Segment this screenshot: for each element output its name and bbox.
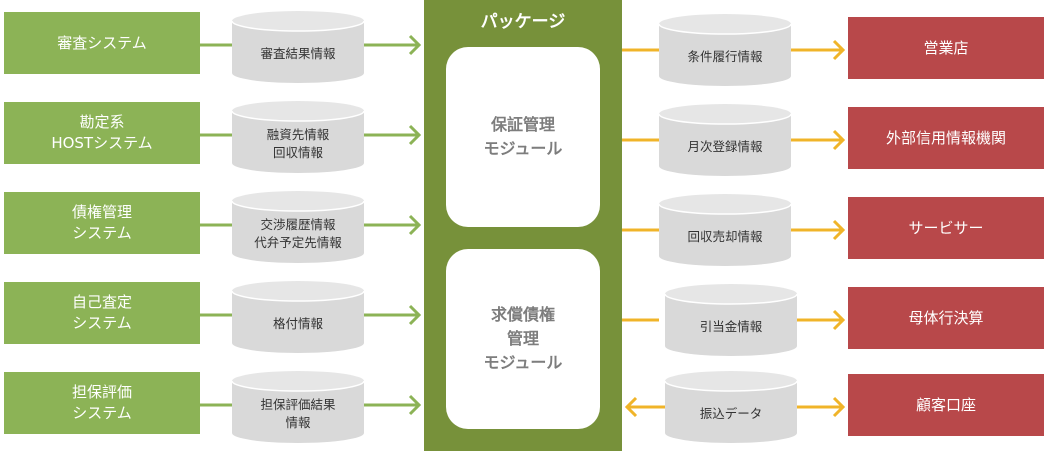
arrow-head-right-icon <box>832 309 846 331</box>
guarantee-module: 保証管理 モジュール <box>446 47 600 227</box>
input-data-label: 融資先情報 回収情報 <box>266 127 330 160</box>
destination-customer-account: 顧客口座 <box>848 374 1044 436</box>
source-system-host: 勘定系 HOSTシステム <box>4 102 200 164</box>
source-system-claims: 債権管理 システム <box>4 192 200 254</box>
arrow-head-left-icon <box>624 396 638 418</box>
arrow-head-right-icon <box>832 129 846 151</box>
input-data-cylinder: 交渉履歴情報 代弁予定先情報 <box>232 191 364 263</box>
source-system-screening: 審査システム <box>4 12 200 74</box>
output-data-label: 振込データ <box>699 406 763 421</box>
input-data-label: 格付情報 <box>272 316 323 331</box>
input-data-cylinder: 融資先情報 回収情報 <box>232 101 364 173</box>
recourse-claims-module: 求償債権 管理 モジュール <box>446 249 600 429</box>
arrow-head-right-icon <box>832 39 846 61</box>
output-data-label: 回収売却情報 <box>687 229 763 244</box>
arrow-head-right-icon <box>408 124 422 146</box>
input-data-cylinder: 担保評価結果 情報 <box>232 371 364 443</box>
arrow-head-right-icon <box>408 394 422 416</box>
arrow-head-right-icon <box>832 396 846 418</box>
output-data-label: 条件履行情報 <box>687 49 763 64</box>
output-data-cylinder: 月次登録情報 <box>659 104 791 176</box>
destination-credit-bureau: 外部信用情報機関 <box>848 107 1044 169</box>
output-data-cylinder: 条件履行情報 <box>659 14 791 86</box>
input-data-label: 担保評価結果 情報 <box>260 397 336 430</box>
input-data-label: 交渉履歴情報 代弁予定先情報 <box>254 217 342 250</box>
source-system-self-assessment: 自己査定 システム <box>4 282 200 344</box>
input-data-cylinder: 格付情報 <box>232 281 364 353</box>
arrow-head-right-icon <box>832 219 846 241</box>
output-data-label: 月次登録情報 <box>687 139 763 154</box>
output-data-label: 引当金情報 <box>699 319 763 334</box>
input-data-label: 審査結果情報 <box>260 46 336 61</box>
arrow-head-right-icon <box>408 34 422 56</box>
source-system-collateral: 担保評価 システム <box>4 372 200 434</box>
destination-servicer: サービサー <box>848 197 1044 259</box>
output-data-cylinder: 振込データ <box>665 371 797 443</box>
arrow-head-right-icon <box>408 304 422 326</box>
package-title: パッケージ <box>480 11 566 32</box>
output-data-cylinder: 回収売却情報 <box>659 194 791 266</box>
destination-sales-branch: 営業店 <box>848 17 1044 79</box>
input-data-cylinder: 審査結果情報 <box>232 11 364 83</box>
destination-parent-bank-settlement: 母体行決算 <box>848 287 1044 349</box>
output-data-cylinder: 引当金情報 <box>665 284 797 356</box>
arrow-head-right-icon <box>408 214 422 236</box>
